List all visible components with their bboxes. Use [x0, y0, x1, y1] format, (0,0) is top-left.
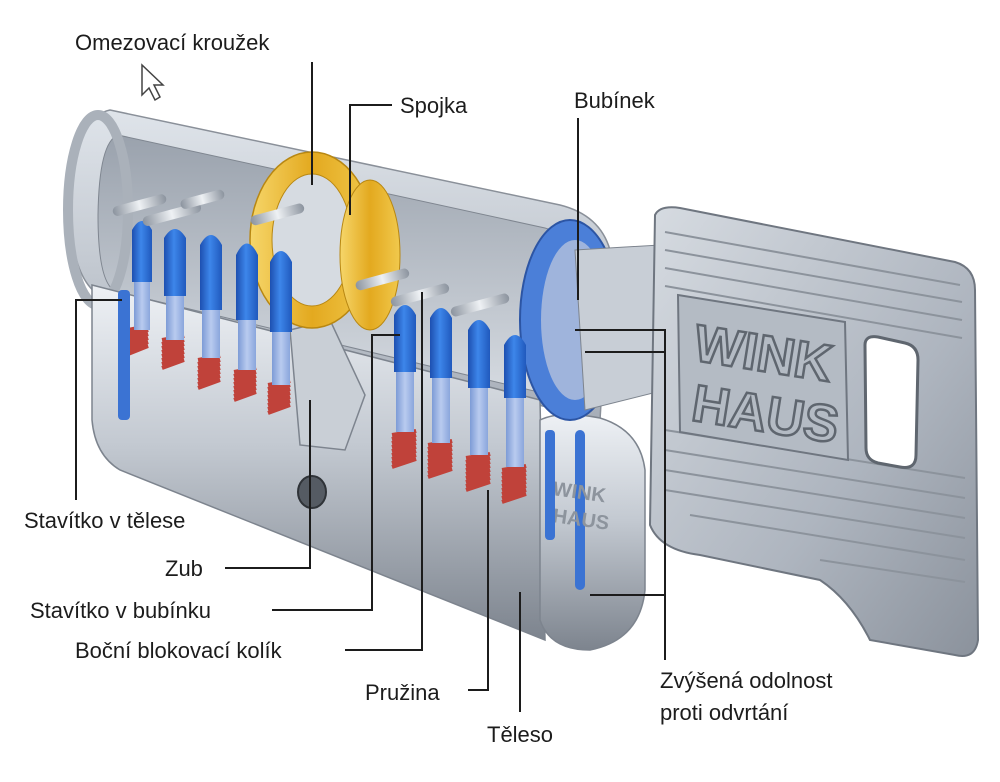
label-spojka: Spojka: [400, 93, 468, 118]
anti-drill-rod: [575, 430, 585, 590]
leader-lines: [75, 62, 666, 712]
label-zub: Zub: [165, 556, 203, 581]
label-bocni-blokovaci-kolik: Boční blokovací kolík: [75, 638, 282, 663]
left-pin-stacks: [112, 189, 305, 420]
mouse-cursor-icon: [141, 63, 165, 102]
screw-hole: [297, 475, 327, 509]
coupling-sleeve: [339, 179, 401, 331]
cylinder-front-face: [539, 413, 646, 651]
label-teleso: Těleso: [487, 722, 554, 747]
key: [574, 206, 980, 657]
label-bubinek: Bubínek: [574, 88, 655, 113]
label-zvysena-line1: Zvýšená odolnost: [660, 668, 833, 693]
label-omezovaci-krouzek: Omezovací kroužek: [75, 30, 270, 55]
label-stavitko-v-telese: Stavítko v tělese: [24, 508, 186, 533]
label-pruzina: Pružina: [365, 680, 440, 705]
label-zvysena-line2: proti odvrtání: [660, 700, 789, 725]
label-stavitko-v-bubinku: Stavítko v bubínku: [30, 598, 211, 623]
right-pin-stacks: [355, 268, 555, 540]
